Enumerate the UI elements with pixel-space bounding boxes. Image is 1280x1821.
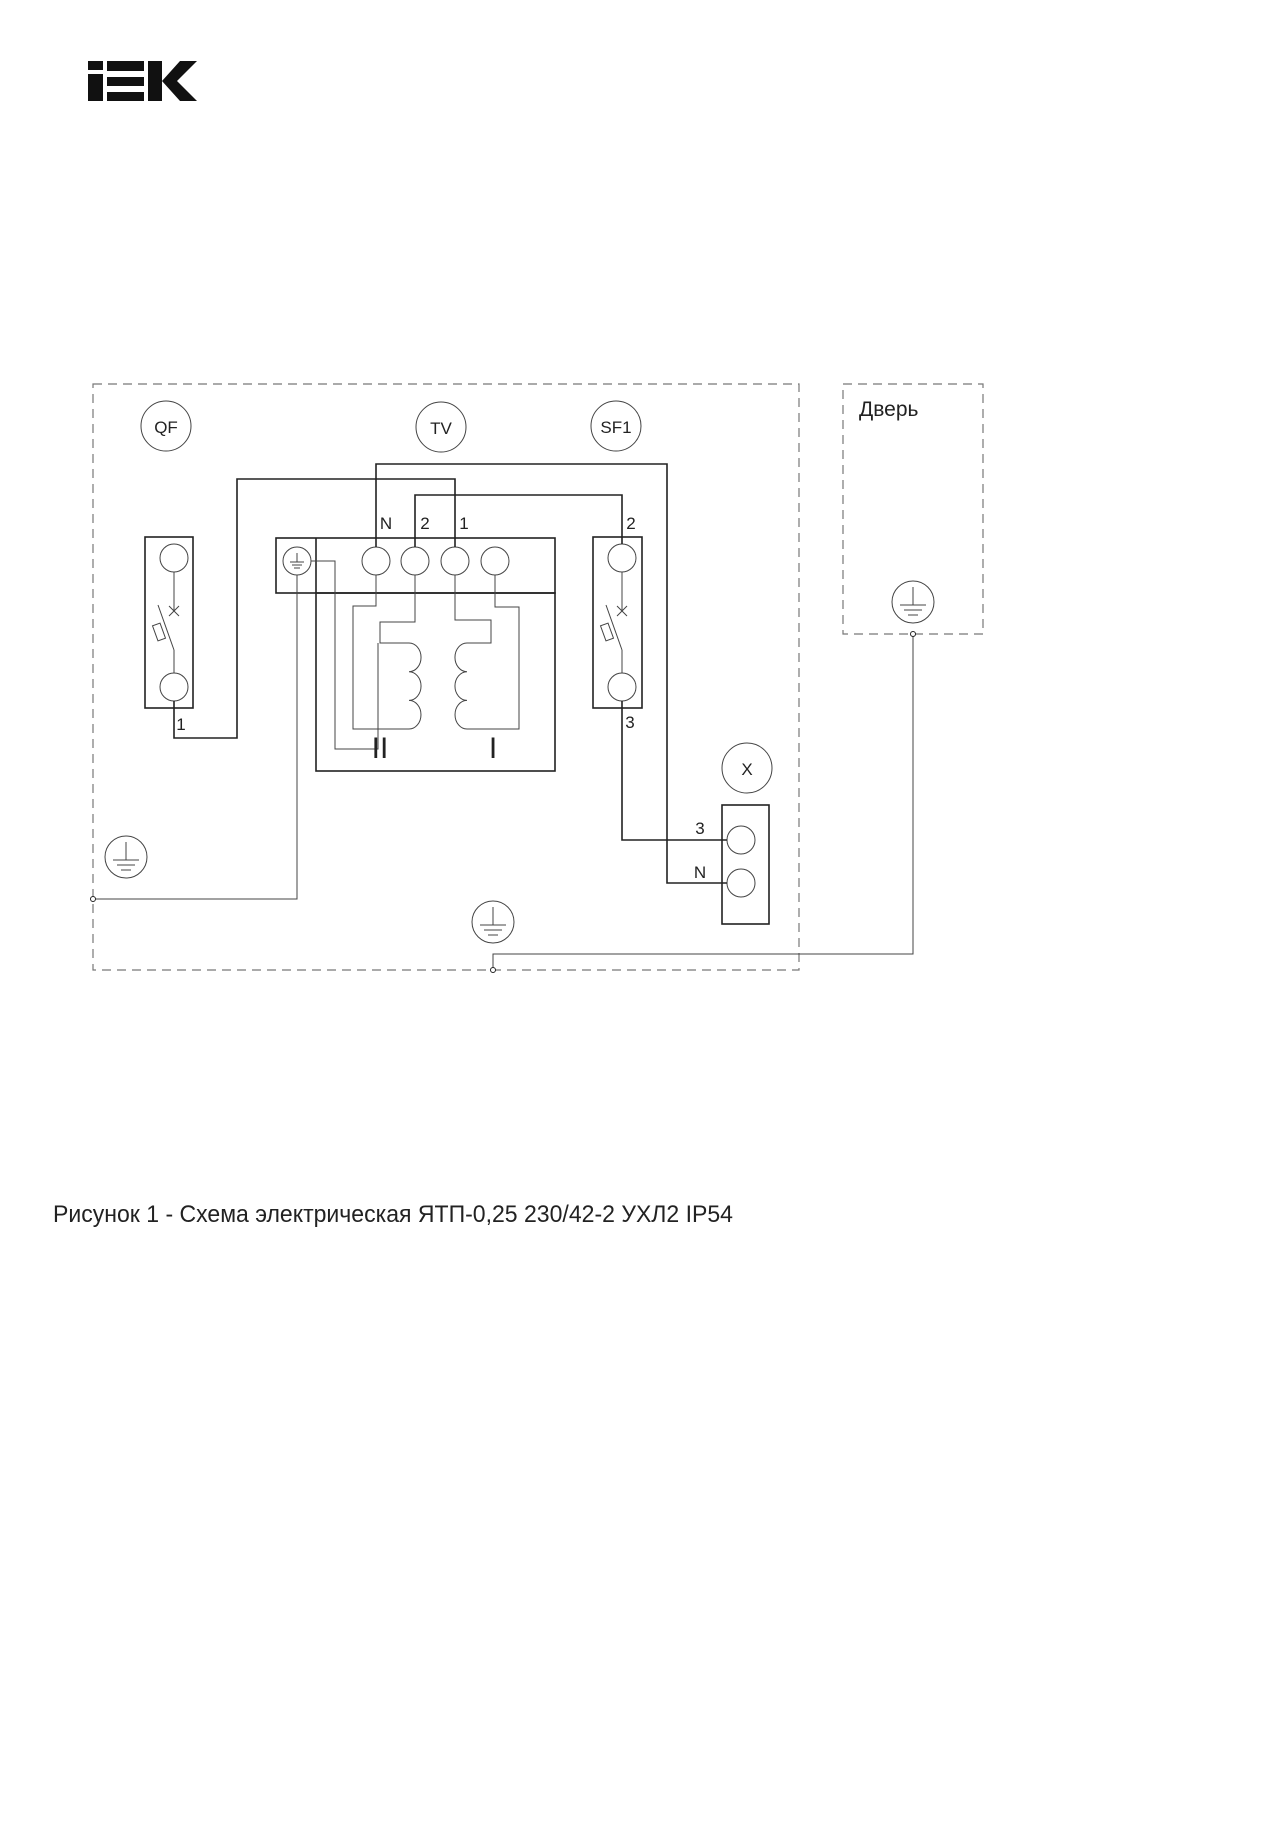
svg-text:QF: QF — [154, 418, 178, 437]
sf1-breaker — [592, 536, 643, 709]
door-ground-icon — [891, 580, 935, 624]
door-label: Дверь — [859, 398, 919, 421]
ground-wire — [93, 575, 298, 900]
svg-text:X: X — [741, 760, 752, 779]
sf1-tag: SF1 — [590, 400, 642, 452]
tv-terminal-n — [361, 546, 391, 576]
svg-text:TV: TV — [430, 419, 452, 438]
qf-wire-label: 1 — [176, 715, 185, 734]
figure-caption: Рисунок 1 - Схема электрическая ЯТП-0,25… — [53, 1201, 733, 1228]
x-tag: X — [721, 742, 773, 794]
ground-icon — [104, 835, 148, 879]
primary-winding-label: I — [489, 732, 497, 765]
wire-2 — [414, 494, 623, 547]
qf-breaker — [144, 536, 194, 709]
tv-tag: TV — [415, 401, 467, 453]
iek-logo — [88, 61, 197, 101]
x-label-3: 3 — [695, 819, 704, 838]
door-ground-wire — [492, 634, 914, 970]
tv-terminal-2 — [400, 546, 430, 576]
enclosure-frame — [92, 383, 800, 971]
transformer-tv: II I — [275, 537, 556, 772]
tv-label-2: 2 — [420, 514, 429, 533]
sf1-top-label: 2 — [626, 514, 635, 533]
ground-icon — [471, 900, 515, 944]
wire-3 — [621, 701, 727, 841]
tv-terminal-4 — [480, 546, 510, 576]
svg-text:SF1: SF1 — [600, 418, 631, 437]
secondary-winding-label: II — [372, 732, 389, 765]
tv-terminal-1 — [440, 546, 470, 576]
qf-tag: QF — [140, 400, 192, 452]
sf1-bottom-label: 3 — [625, 713, 634, 732]
wire-n — [375, 463, 727, 884]
terminal-block-x — [721, 804, 770, 925]
x-label-n: N — [694, 863, 706, 882]
wire-1 — [173, 478, 456, 739]
tv-label-n: N — [380, 514, 392, 533]
tv-label-1: 1 — [459, 514, 468, 533]
